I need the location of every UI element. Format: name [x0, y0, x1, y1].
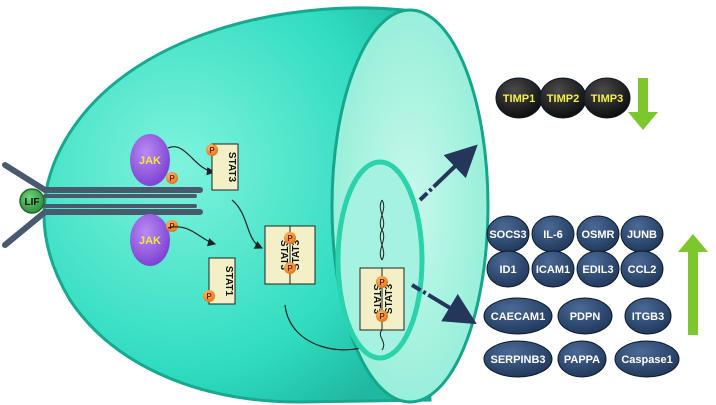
- stat1-label: STAT1: [223, 266, 234, 297]
- phospho-label: P: [206, 292, 212, 301]
- gene-timp3-oval: [583, 77, 631, 119]
- phospho-label: P: [169, 174, 175, 183]
- gene-ccl2-label: CCL2: [628, 264, 657, 276]
- gene-serpinb3: SERPINB3: [483, 340, 553, 378]
- gene-timp3: TIMP3: [583, 77, 631, 119]
- gene-pappa-oval: [557, 340, 607, 378]
- receptor-complex: [2, 162, 203, 248]
- gene-caspase1-oval: [614, 340, 680, 378]
- gene-caspase1: Caspase1: [614, 340, 680, 378]
- phospho-label: P: [379, 278, 385, 287]
- gene-pdpn-oval: [557, 297, 613, 335]
- gene-osmr-label: OSMR: [582, 229, 615, 241]
- phospho-stat3: [206, 144, 218, 156]
- stat3-label: STAT3: [371, 284, 382, 315]
- phospho-nuc-top: [376, 276, 388, 288]
- gene-pdpn-label: PDPN: [570, 311, 601, 323]
- jak-top-label: JAK: [139, 155, 161, 167]
- gene-caecam1-oval: [483, 297, 553, 335]
- phospho-dimer-bottom: [284, 262, 296, 274]
- phospho-dimer-top: [284, 232, 296, 244]
- gene-timp3-label: TIMP3: [591, 93, 623, 105]
- gene-id1: ID1: [486, 250, 530, 288]
- gene-pappa: PAPPA: [557, 340, 607, 378]
- phospho-label: P: [287, 264, 293, 273]
- phospho-nuc-bottom: [376, 310, 388, 322]
- arrow-jak-stat3: [167, 146, 216, 176]
- gene-edil3: EDIL3: [576, 250, 620, 288]
- gene-il-6-label: IL-6: [543, 229, 563, 241]
- jak-bottom-label: JAK: [139, 235, 161, 247]
- gene-socs3-label: SOCS3: [489, 229, 526, 241]
- gene-caecam1-label: CAECAM1: [491, 311, 545, 323]
- dna-strand: [379, 199, 385, 351]
- phospho-label: P: [287, 234, 293, 243]
- gene-ccl2-oval: [620, 250, 664, 288]
- arrow-jak-stat1: [167, 226, 217, 247]
- gene-itgb3-oval: [624, 297, 672, 335]
- gene-il-6: IL-6: [531, 215, 575, 253]
- gene-serpinb3-label: SERPINB3: [490, 354, 545, 366]
- up-arrow-icon: [678, 234, 708, 335]
- gene-timp1-label: TIMP1: [503, 93, 535, 105]
- stat3-label: STAT3: [226, 152, 237, 183]
- gene-timp2-label: TIMP2: [547, 93, 579, 105]
- gene-id1-label: ID1: [499, 264, 516, 276]
- jak-top: [130, 134, 170, 186]
- gene-caspase1-label: Caspase1: [621, 354, 672, 366]
- jak-bottom: [130, 214, 170, 266]
- gene-icam1: ICAM1: [531, 250, 575, 288]
- gene-socs3: SOCS3: [486, 215, 530, 253]
- arrow-to-down-genes: [418, 144, 478, 202]
- gene-itgb3: ITGB3: [624, 297, 672, 335]
- phospho-label: P: [209, 146, 215, 155]
- gene-icam1-oval: [531, 250, 575, 288]
- gene-ccl2: CCL2: [620, 250, 664, 288]
- stat3-label: STAT3: [291, 239, 302, 270]
- down-regulated-genes: TIMP1 TIMP2 TIMP3: [495, 77, 631, 119]
- phospho-label: P: [379, 312, 385, 321]
- gene-pdpn: PDPN: [557, 297, 613, 335]
- phospho-jak-top: [166, 172, 178, 184]
- down-arrow-icon: [628, 78, 658, 130]
- stat3-label: STAT3: [278, 240, 289, 271]
- up-regulated-genes: SOCS3 IL-6 OSMR JUNB ID1 ICAM1 EDIL3 CCL2CAECAM…: [483, 215, 680, 378]
- gene-itgb3-label: ITGB3: [632, 311, 664, 323]
- gene-timp2: TIMP2: [539, 77, 587, 119]
- gene-timp1: TIMP1: [495, 77, 543, 119]
- arrow-to-up-genes: [410, 283, 477, 325]
- lif-label: LIF: [25, 197, 40, 208]
- gene-id1-oval: [486, 250, 530, 288]
- stat3-label: STAT3: [384, 283, 395, 314]
- lif-ligand: [19, 188, 45, 214]
- gene-osmr: OSMR: [576, 215, 620, 253]
- gene-edil3-oval: [576, 250, 620, 288]
- gene-icam1-label: ICAM1: [536, 264, 570, 276]
- gene-junb-label: JUNB: [627, 229, 657, 241]
- gene-edil3-label: EDIL3: [582, 264, 613, 276]
- arrow-to-dimer: [231, 199, 264, 249]
- gene-caecam1: CAECAM1: [483, 297, 553, 335]
- phospho-stat1: [203, 290, 215, 302]
- phospho-jak-bottom: [166, 220, 178, 232]
- gene-junb: JUNB: [620, 215, 664, 253]
- gene-pappa-label: PAPPA: [564, 354, 600, 366]
- gene-serpinb3-oval: [483, 340, 553, 378]
